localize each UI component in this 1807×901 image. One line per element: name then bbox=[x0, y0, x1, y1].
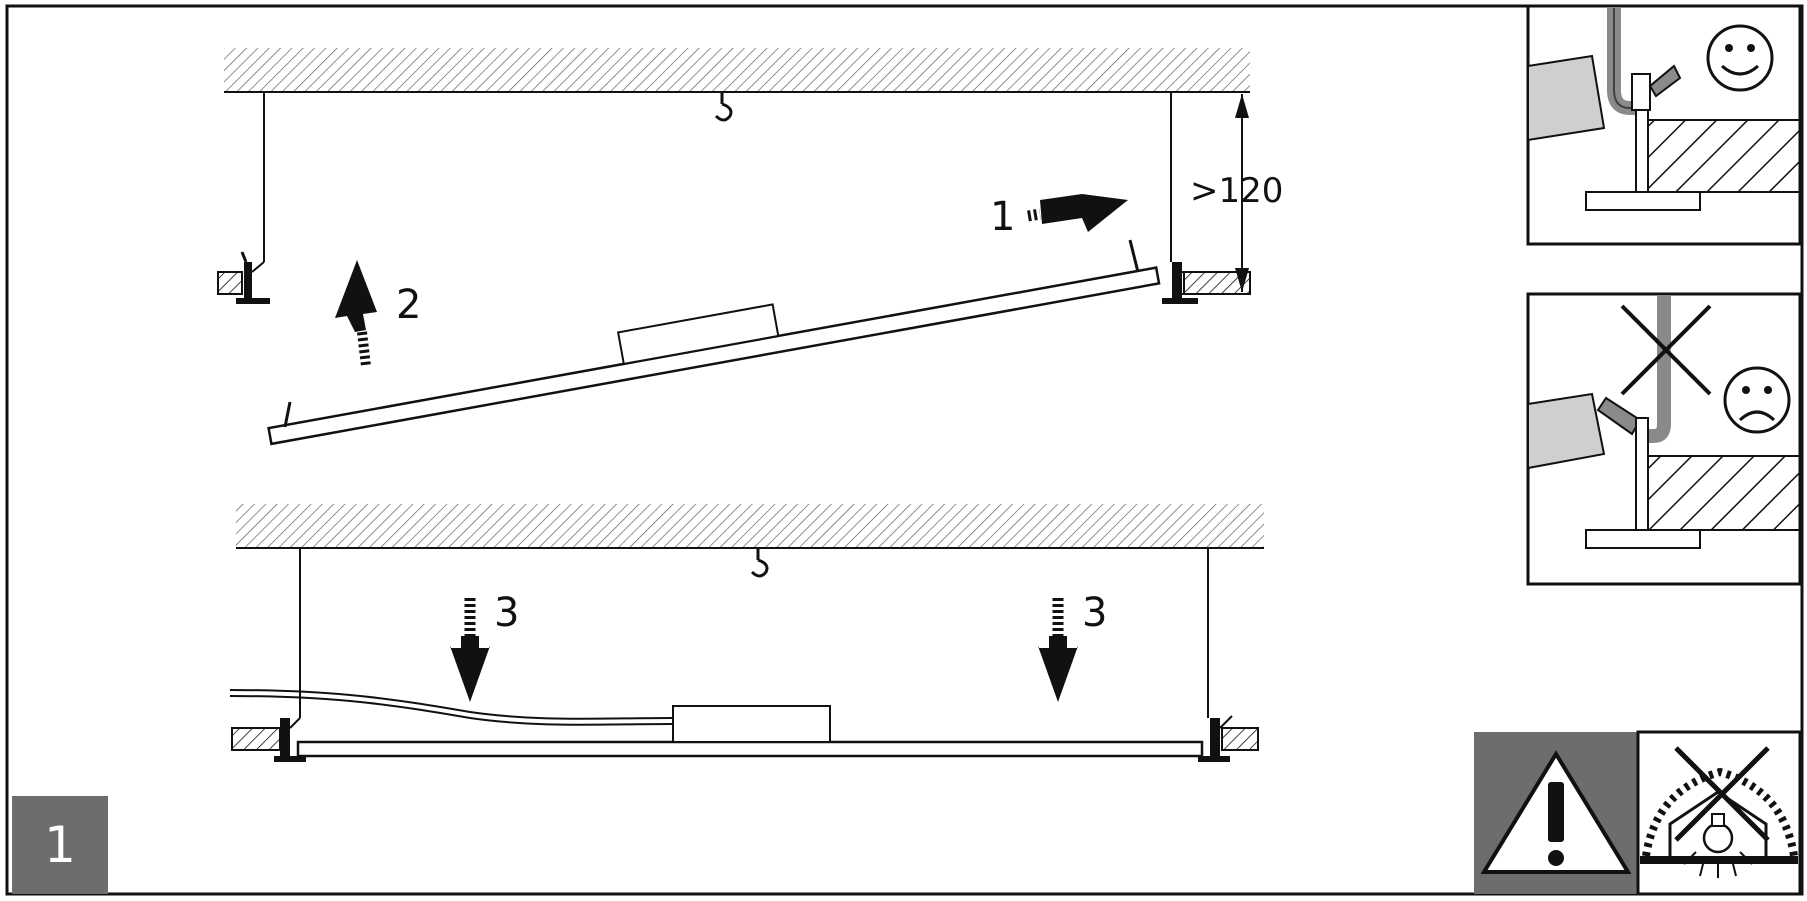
step-3-right-label: 3 bbox=[1082, 590, 1107, 636]
clearance-label: >120 bbox=[1190, 171, 1283, 211]
cross-icon bbox=[1674, 746, 1770, 842]
ceiling-slab-bottom bbox=[236, 504, 1264, 548]
arrow-down-icon bbox=[450, 598, 490, 702]
ceiling-slab-top bbox=[224, 48, 1250, 92]
grid-rail-right bbox=[1198, 715, 1259, 762]
step-2-label: 2 bbox=[396, 282, 421, 328]
step-1-label: 1 bbox=[990, 194, 1015, 240]
hook-icon bbox=[750, 548, 769, 578]
power-cable bbox=[229, 689, 674, 720]
arrow-down-icon bbox=[1038, 598, 1078, 702]
hook-icon bbox=[714, 92, 733, 122]
arrow-right-icon bbox=[1027, 194, 1128, 232]
grid-rail-left bbox=[217, 251, 270, 304]
driver-box bbox=[672, 705, 831, 743]
detail-wrong bbox=[1526, 292, 1802, 586]
top-scene: >120 1 2 bbox=[217, 48, 1283, 446]
step-3-left-label: 3 bbox=[494, 590, 519, 636]
tilted-panel bbox=[267, 266, 1161, 446]
installed-panel bbox=[296, 740, 1204, 758]
cross-icon bbox=[1620, 304, 1712, 396]
outer-border bbox=[5, 4, 1804, 896]
step-badge: 1 bbox=[12, 796, 108, 894]
clearance-dimension bbox=[1235, 94, 1249, 292]
smiley-happy-icon bbox=[1706, 24, 1774, 92]
smiley-sad-icon bbox=[1723, 366, 1791, 434]
grid-rail-left bbox=[231, 717, 306, 762]
no-insulation-cover-icon bbox=[1636, 730, 1802, 896]
light-bulb-icon bbox=[1683, 813, 1753, 878]
warning-triangle-icon bbox=[1480, 750, 1632, 874]
arrow-up-icon bbox=[335, 260, 377, 367]
warning-box bbox=[1474, 732, 1638, 894]
detail-correct bbox=[1526, 4, 1802, 246]
bottom-scene: 3 3 bbox=[229, 504, 1264, 762]
